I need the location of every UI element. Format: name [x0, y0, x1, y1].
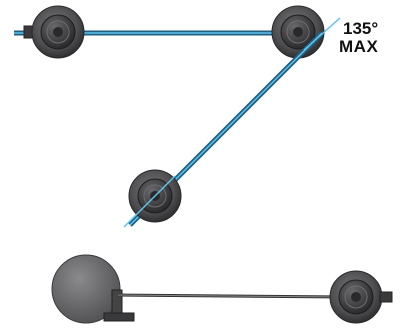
knob-top-right	[271, 5, 325, 59]
angle-indicator	[303, 17, 341, 51]
bottom-assembly	[51, 254, 393, 324]
cable-diagonal-overlay	[123, 175, 176, 228]
angle-value-label: 135°	[343, 19, 379, 38]
angle-max-label: MAX	[339, 37, 379, 56]
speaker-pod	[51, 254, 121, 324]
speaker-clip	[103, 312, 135, 322]
knob-top-left	[23, 5, 85, 59]
knob-bottom-right	[329, 270, 393, 324]
